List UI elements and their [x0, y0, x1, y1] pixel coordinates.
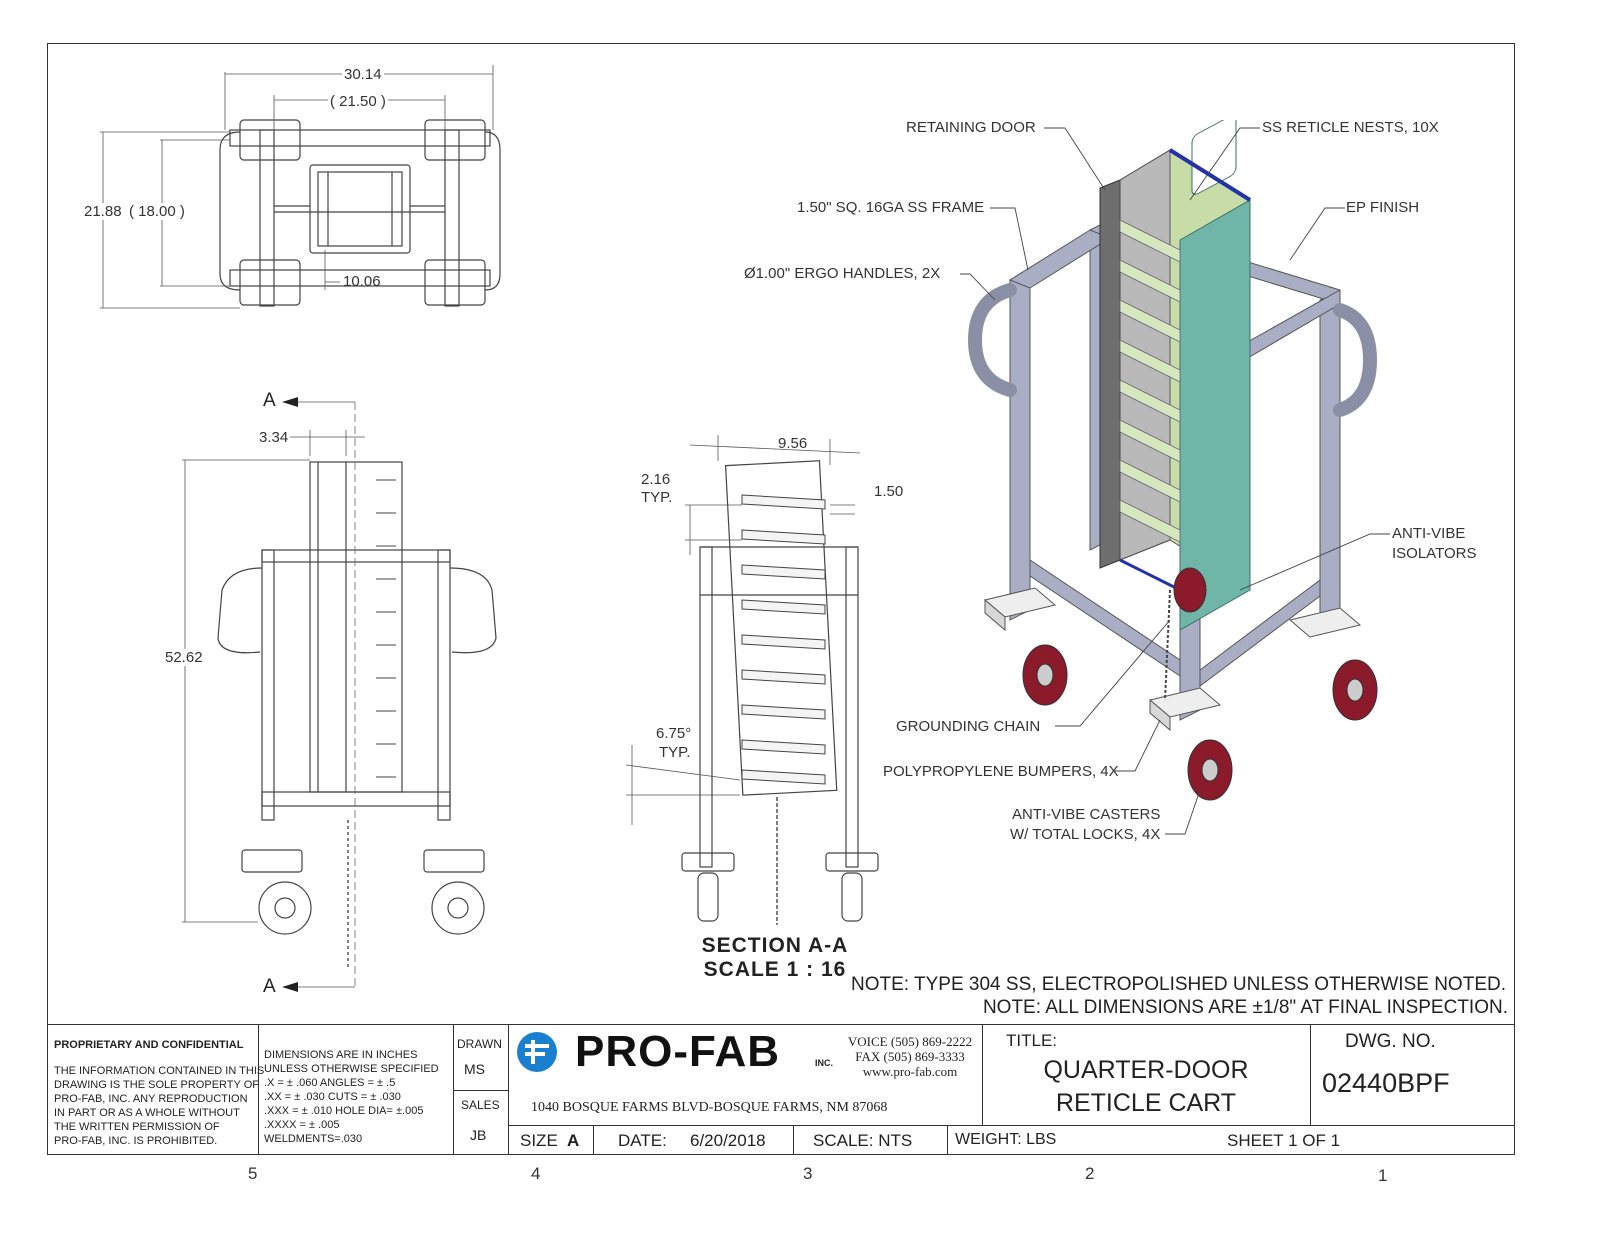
tb-divider — [982, 1024, 983, 1126]
proprietary-line: PRO-FAB, INC. ANY REPRODUCTION — [54, 1093, 248, 1105]
drawn-by: MS — [464, 1061, 485, 1077]
company-fax: FAX (505) 869-3333 — [855, 1049, 965, 1064]
tb-divider — [508, 1024, 509, 1155]
drawn-label: DRAWN — [457, 1037, 502, 1051]
note-line1: NOTE: TYPE 304 SS, ELECTROPOLISHED UNLES… — [851, 974, 1506, 995]
proprietary-line: THE INFORMATION CONTAINED IN THIS — [54, 1065, 265, 1077]
tolerance-line: DIMENSIONS ARE IN INCHES — [264, 1049, 418, 1061]
side-view-drawing — [182, 397, 497, 992]
proprietary-line: IN PART OR AS A WHOLE WITHOUT — [54, 1107, 240, 1119]
tb-divider — [793, 1125, 794, 1155]
size-value: A — [567, 1131, 580, 1150]
proprietary-line: PRO-FAB, INC. IS PROHIBITED. — [54, 1135, 218, 1147]
drawing-title-line2: RETICLE CART — [1055, 1089, 1237, 1117]
callout-ergo-handles: Ø1.00" ERGO HANDLES, 2X — [744, 265, 941, 282]
callout-retaining-door: RETAINING DOOR — [906, 119, 1036, 136]
zone-number: 1 — [1378, 1166, 1388, 1185]
date-value: 6/20/2018 — [690, 1131, 766, 1150]
tolerance-line: WELDMENTS=.030 — [264, 1133, 363, 1145]
section-title-line1: SECTION A-A — [701, 934, 849, 957]
tb-divider — [1310, 1024, 1311, 1126]
pro-fab-logo-icon — [517, 1032, 557, 1072]
proprietary-line: DRAWING IS THE SOLE PROPERTY OF — [54, 1079, 259, 1091]
dim-depth-inner: ( 18.00 ) — [127, 203, 187, 220]
callout-casters-line2: W/ TOTAL LOCKS, 4X — [1010, 826, 1161, 843]
callout-reticle-nests: SS RETICLE NESTS, 10X — [1262, 119, 1439, 136]
dim-nest-height: 1.50 — [874, 483, 904, 500]
section-title-line2: SCALE 1 : 16 — [703, 958, 847, 981]
dim-caster-offset: 10.06 — [343, 273, 381, 290]
proprietary-text: THE INFORMATION CONTAINED IN THIS DRAWIN… — [54, 1064, 264, 1148]
dim-angle: 6.75° — [656, 725, 692, 742]
callout-frame: 1.50" SQ. 16GA SS FRAME — [797, 199, 985, 216]
dim-angle-note: TYP. — [659, 744, 691, 761]
tb-divider — [453, 1090, 508, 1091]
date-label: DATE: — [618, 1131, 667, 1150]
drawing-border — [47, 43, 1515, 1155]
zone-number: 5 — [248, 1164, 258, 1183]
proprietary-title: PROPRIETARY AND CONFIDENTIAL — [54, 1039, 244, 1051]
zone-number: 4 — [531, 1164, 541, 1183]
dim-shelf-spacing: 2.16 — [641, 471, 671, 488]
title-label: TITLE: — [1006, 1031, 1058, 1050]
callout-anti-vibe-isolators: ANTI-VIBE ISOLATORS — [1392, 525, 1476, 562]
tb-divider — [453, 1024, 454, 1155]
tolerance-line: .XX = ± .030 CUTS = ± .030 — [264, 1091, 401, 1103]
section-title: SECTION A-A SCALE 1 : 16 — [680, 934, 870, 982]
tb-divider — [508, 1125, 1515, 1126]
title-block — [47, 1024, 1515, 1156]
drawing-title-line1: QUARTER-DOOR — [1043, 1056, 1249, 1084]
drawing-title: QUARTER-DOOR RETICLE CART — [985, 1054, 1307, 1120]
dwg-no-label: DWG. NO. — [1345, 1031, 1436, 1052]
zone-number: 3 — [803, 1164, 813, 1183]
tolerance-line: UNLESS OTHERWISE SPECIFIED — [264, 1063, 439, 1075]
callout-anti-vibe-line2: ISOLATORS — [1392, 545, 1477, 562]
tolerance-line: .XXXX = ± .005 — [264, 1119, 340, 1131]
zone-number: 2 — [1085, 1164, 1095, 1183]
callout-bumpers: POLYPROPYLENE BUMPERS, 4X — [883, 763, 1119, 780]
dim-width-inner: ( 21.50 ) — [328, 93, 388, 110]
company-voice: VOICE (505) 869-2222 — [847, 1034, 973, 1049]
dim-depth-overall: 21.88 — [82, 203, 124, 220]
tolerance-line: .XXX = ± .010 HOLE DIA= ±.005 — [264, 1105, 424, 1117]
tb-divider — [258, 1024, 259, 1155]
dwg-no: 02440BPF — [1322, 1068, 1450, 1098]
company-suffix: INC. — [815, 1058, 833, 1068]
callout-anti-vibe-line1: ANTI-VIBE — [1392, 525, 1466, 542]
callout-ep-finish: EP FINISH — [1346, 199, 1420, 216]
callout-grounding-chain: GROUNDING CHAIN — [896, 718, 1041, 735]
tb-divider — [947, 1125, 948, 1155]
dim-shelf-spacing-note: TYP. — [641, 489, 673, 506]
section-marker-bottom: A — [263, 976, 276, 997]
top-view-drawing — [100, 65, 501, 309]
isometric-view-drawing — [960, 120, 1390, 835]
tb-divider — [593, 1125, 594, 1155]
dim-height: 52.62 — [165, 649, 203, 666]
dim-section-width: 9.56 — [778, 435, 808, 452]
callout-casters-line1: ANTI-VIBE CASTERS — [1011, 806, 1161, 823]
section-marker-top: A — [263, 390, 276, 411]
proprietary-line: THE WRITTEN PERMISSION OF — [54, 1121, 220, 1133]
weight-value: WEIGHT: LBS — [955, 1131, 1057, 1148]
tolerance-block: DIMENSIONS ARE IN INCHES UNLESS OTHERWIS… — [264, 1048, 439, 1146]
company-contact: VOICE (505) 869-2222 FAX (505) 869-3333 … — [840, 1034, 980, 1079]
dim-offset: 3.34 — [259, 429, 289, 446]
dim-width-overall: 30.14 — [342, 66, 384, 83]
company-address: 1040 BOSQUE FARMS BLVD-BOSQUE FARMS, NM … — [531, 1100, 888, 1115]
tolerance-line: .X = ± .060 ANGLES = ± .5 — [264, 1077, 396, 1089]
company-name: PRO-FAB — [575, 1027, 780, 1076]
callout-casters: ANTI-VIBE CASTERS W/ TOTAL LOCKS, 4X — [1010, 806, 1160, 843]
sales-by: JB — [470, 1127, 487, 1143]
sheet-value: SHEET 1 OF 1 — [1227, 1131, 1341, 1150]
sales-label: SALES — [461, 1098, 500, 1112]
size-label: SIZE — [520, 1131, 558, 1150]
company-web: www.pro-fab.com — [862, 1064, 958, 1079]
scale-value: SCALE: NTS — [813, 1131, 913, 1150]
section-view-drawing — [625, 435, 879, 925]
note-line2: NOTE: ALL DIMENSIONS ARE ±1/8" AT FINAL … — [982, 997, 1508, 1018]
